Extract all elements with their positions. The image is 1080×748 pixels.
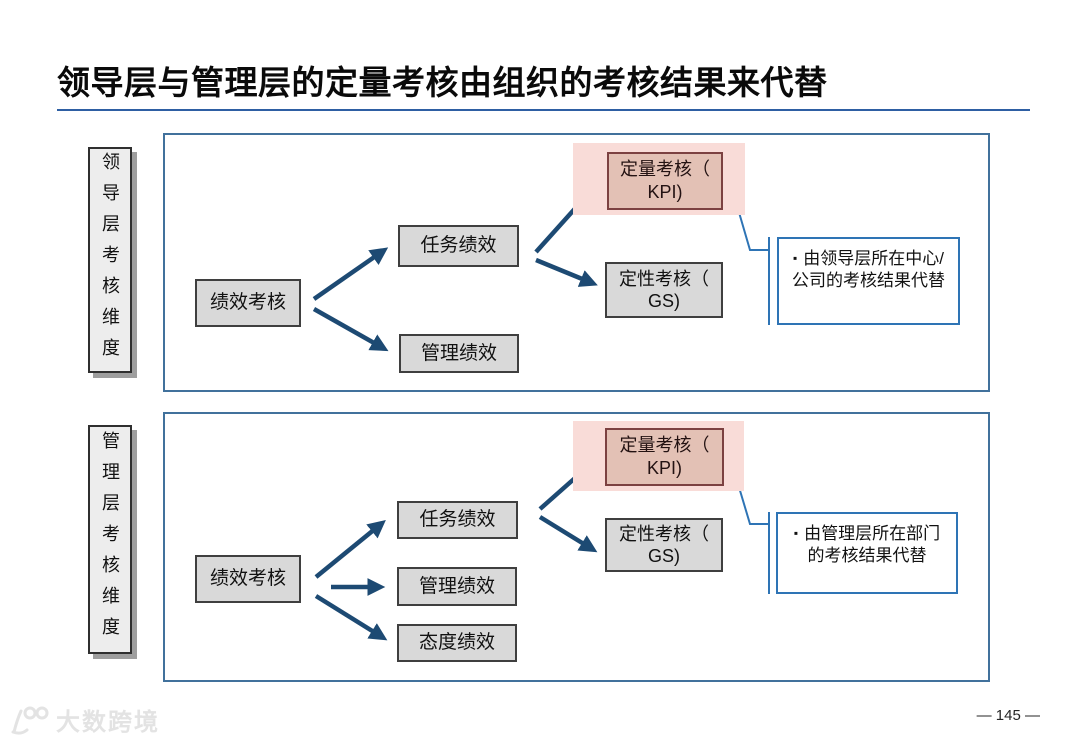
p1-callout-note: ▪由领导层所在中心/公司的考核结果代替 [777,237,960,325]
p2-kpi-line1: 定量考核（ [619,434,710,455]
panel-leadership [163,133,990,392]
side-label-management-text: 管理层考核维度 [100,431,120,648]
p2-gs-line2: GS) [647,546,680,566]
p2-box-management-performance-label: 管理绩效 [418,575,495,597]
watermark-text: 大数跨境 [56,709,160,736]
p2-kpi-line2: KPI) [646,458,682,478]
p2-box-task-performance-label: 任务绩效 [419,509,496,531]
p2-box-management-performance: 管理绩效 [397,567,517,606]
page-number: — 145 — [976,707,1040,724]
p2-box-performance-review: 绩效考核 [195,555,301,603]
slide-title: 领导层与管理层的定量考核由组织的考核结果来代替 [57,64,828,101]
p2-callout-text: 由管理层所在部门的考核结果代替 [804,524,941,566]
p1-gs-line1: 定性考核（ [619,268,709,289]
title-divider [57,109,1030,111]
p1-kpi-line1: 定量考核（ [620,158,710,179]
p2-gs-line1: 定性考核（ [619,523,709,544]
p1-box-quantitative-kpi: 定量考核（ KPI) [607,152,723,210]
p2-box-task-performance: 任务绩效 [397,501,518,539]
p1-box-management-performance-label: 管理绩效 [420,342,497,364]
p1-box-task-performance: 任务绩效 [398,225,519,267]
side-label-leadership-text: 领导层考核维度 [100,151,120,369]
watermark-logo-icon [11,706,49,735]
p2-callout-note: ▪ 由管理层所在部门的考核结果代替 [776,512,958,594]
p2-box-quantitative-kpi: 定量考核（ KPI) [605,428,724,486]
p1-callout-bullet-icon: ▪ [793,251,798,265]
p1-box-performance-review: 绩效考核 [195,279,301,327]
p1-box-management-performance: 管理绩效 [399,334,519,373]
side-label-management: 管理层考核维度 [88,425,132,654]
p1-callout-text: 由领导层所在中心/公司的考核结果代替 [792,249,945,291]
p2-box-qualitative-gs: 定性考核（ GS) [605,518,723,572]
p1-box-qualitative-gs: 定性考核（ GS) [605,262,723,318]
p1-gs-line2: GS) [647,291,680,311]
p2-box-performance-review-label: 绩效考核 [209,568,286,590]
p2-callout-bullet-icon: ▪ [793,526,799,540]
p1-box-performance-review-label: 绩效考核 [209,292,286,314]
panel-management [163,412,990,682]
side-label-leadership: 领导层考核维度 [88,147,132,373]
p2-box-attitude-performance-label: 态度绩效 [418,632,495,654]
p1-kpi-line2: KPI) [647,182,683,202]
p1-box-task-performance-label: 任务绩效 [420,235,497,257]
watermark: 大数跨境 [8,702,160,737]
p2-box-attitude-performance: 态度绩效 [397,624,517,662]
